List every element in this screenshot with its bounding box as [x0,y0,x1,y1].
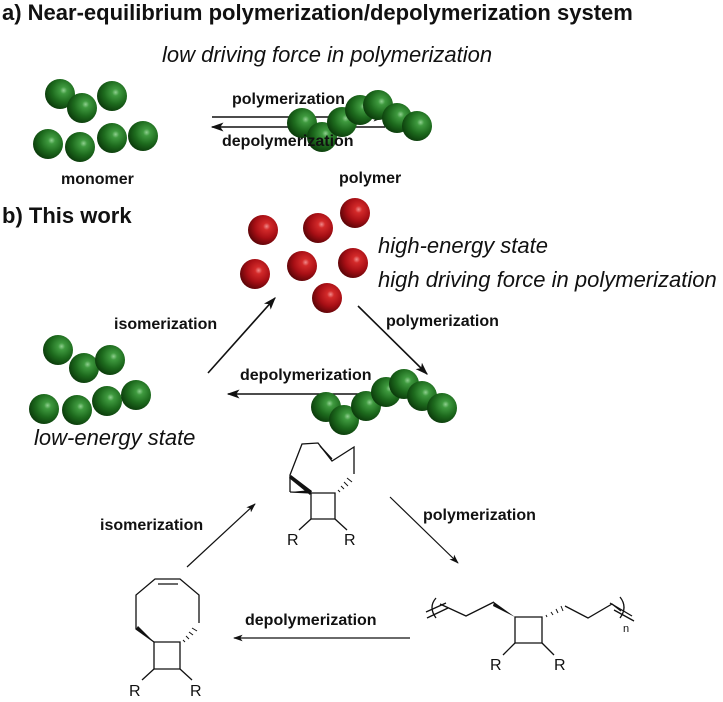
polymer-sphere [427,393,457,423]
r-substituent: R [190,683,202,700]
chem-isomerization-label: isomerization [100,517,204,534]
reverse-label: depolymerization [222,133,354,150]
chem-isomerization-arrow [186,503,256,568]
high-driving-force-label: high driving force in polymerization [378,267,717,292]
monomer-sphere [128,121,158,151]
monomer-sphere [97,123,127,153]
monomer-sphere [97,81,127,111]
panel-a-subtitle: low driving force in polymerization [162,42,493,67]
high-energy-label: high-energy state [378,233,548,258]
polymer-chain-b [311,369,457,435]
low-energy-cluster [29,335,151,425]
polymerization-label: polymerization [386,313,499,330]
r-substituent: R [344,532,356,549]
depolymerization-label: depolymerization [240,367,372,384]
low-energy-label: low-energy state [34,425,196,450]
r-substituent: R [287,532,299,549]
high-energy-sphere [338,248,368,278]
chem-polymerization-label: polymerization [423,507,536,524]
monomer-sphere [33,129,63,159]
monomer-sphere [67,93,97,123]
polymer-repeat-unit [425,596,635,656]
panel-a-heading: a) Near-equilibrium polymerization/depol… [2,0,633,25]
monomer-cluster-a [33,79,158,162]
monomer-sphere [121,380,151,410]
high-energy-cluster [240,198,370,313]
polymer-sphere [402,111,432,141]
polymer-sphere [329,405,359,435]
isomerization-arrow [207,297,276,374]
high-energy-sphere [240,259,270,289]
high-energy-sphere [248,215,278,245]
monomer-sphere [95,345,125,375]
trans-cyclooctene-monomer [289,442,355,531]
monomer-sphere [65,132,95,162]
monomer-sphere [69,353,99,383]
high-energy-sphere [287,251,317,281]
high-energy-sphere [340,198,370,228]
polymer-chain-a [287,90,432,152]
chem-polymerization-arrow [389,496,459,564]
panel-b-heading: b) This work [2,203,132,228]
monomer-sphere [43,335,73,365]
monomer-sphere [92,386,122,416]
chem-depolymerization-label: depolymerization [245,612,377,629]
repeat-subscript: n [623,623,629,635]
r-substituent: R [554,657,566,674]
high-energy-sphere [312,283,342,313]
r-substituent: R [490,657,502,674]
monomer-label: monomer [61,171,134,188]
high-energy-sphere [303,213,333,243]
monomer-sphere [45,79,75,109]
monomer-sphere [29,394,59,424]
r-substituent: R [129,683,141,700]
polymer-label: polymer [339,170,402,187]
cis-cyclooctene-monomer [135,578,200,681]
isomerization-label: isomerization [114,316,218,333]
polymerization-arrow [357,305,428,375]
forward-label: polymerization [232,91,345,108]
monomer-sphere [62,395,92,425]
